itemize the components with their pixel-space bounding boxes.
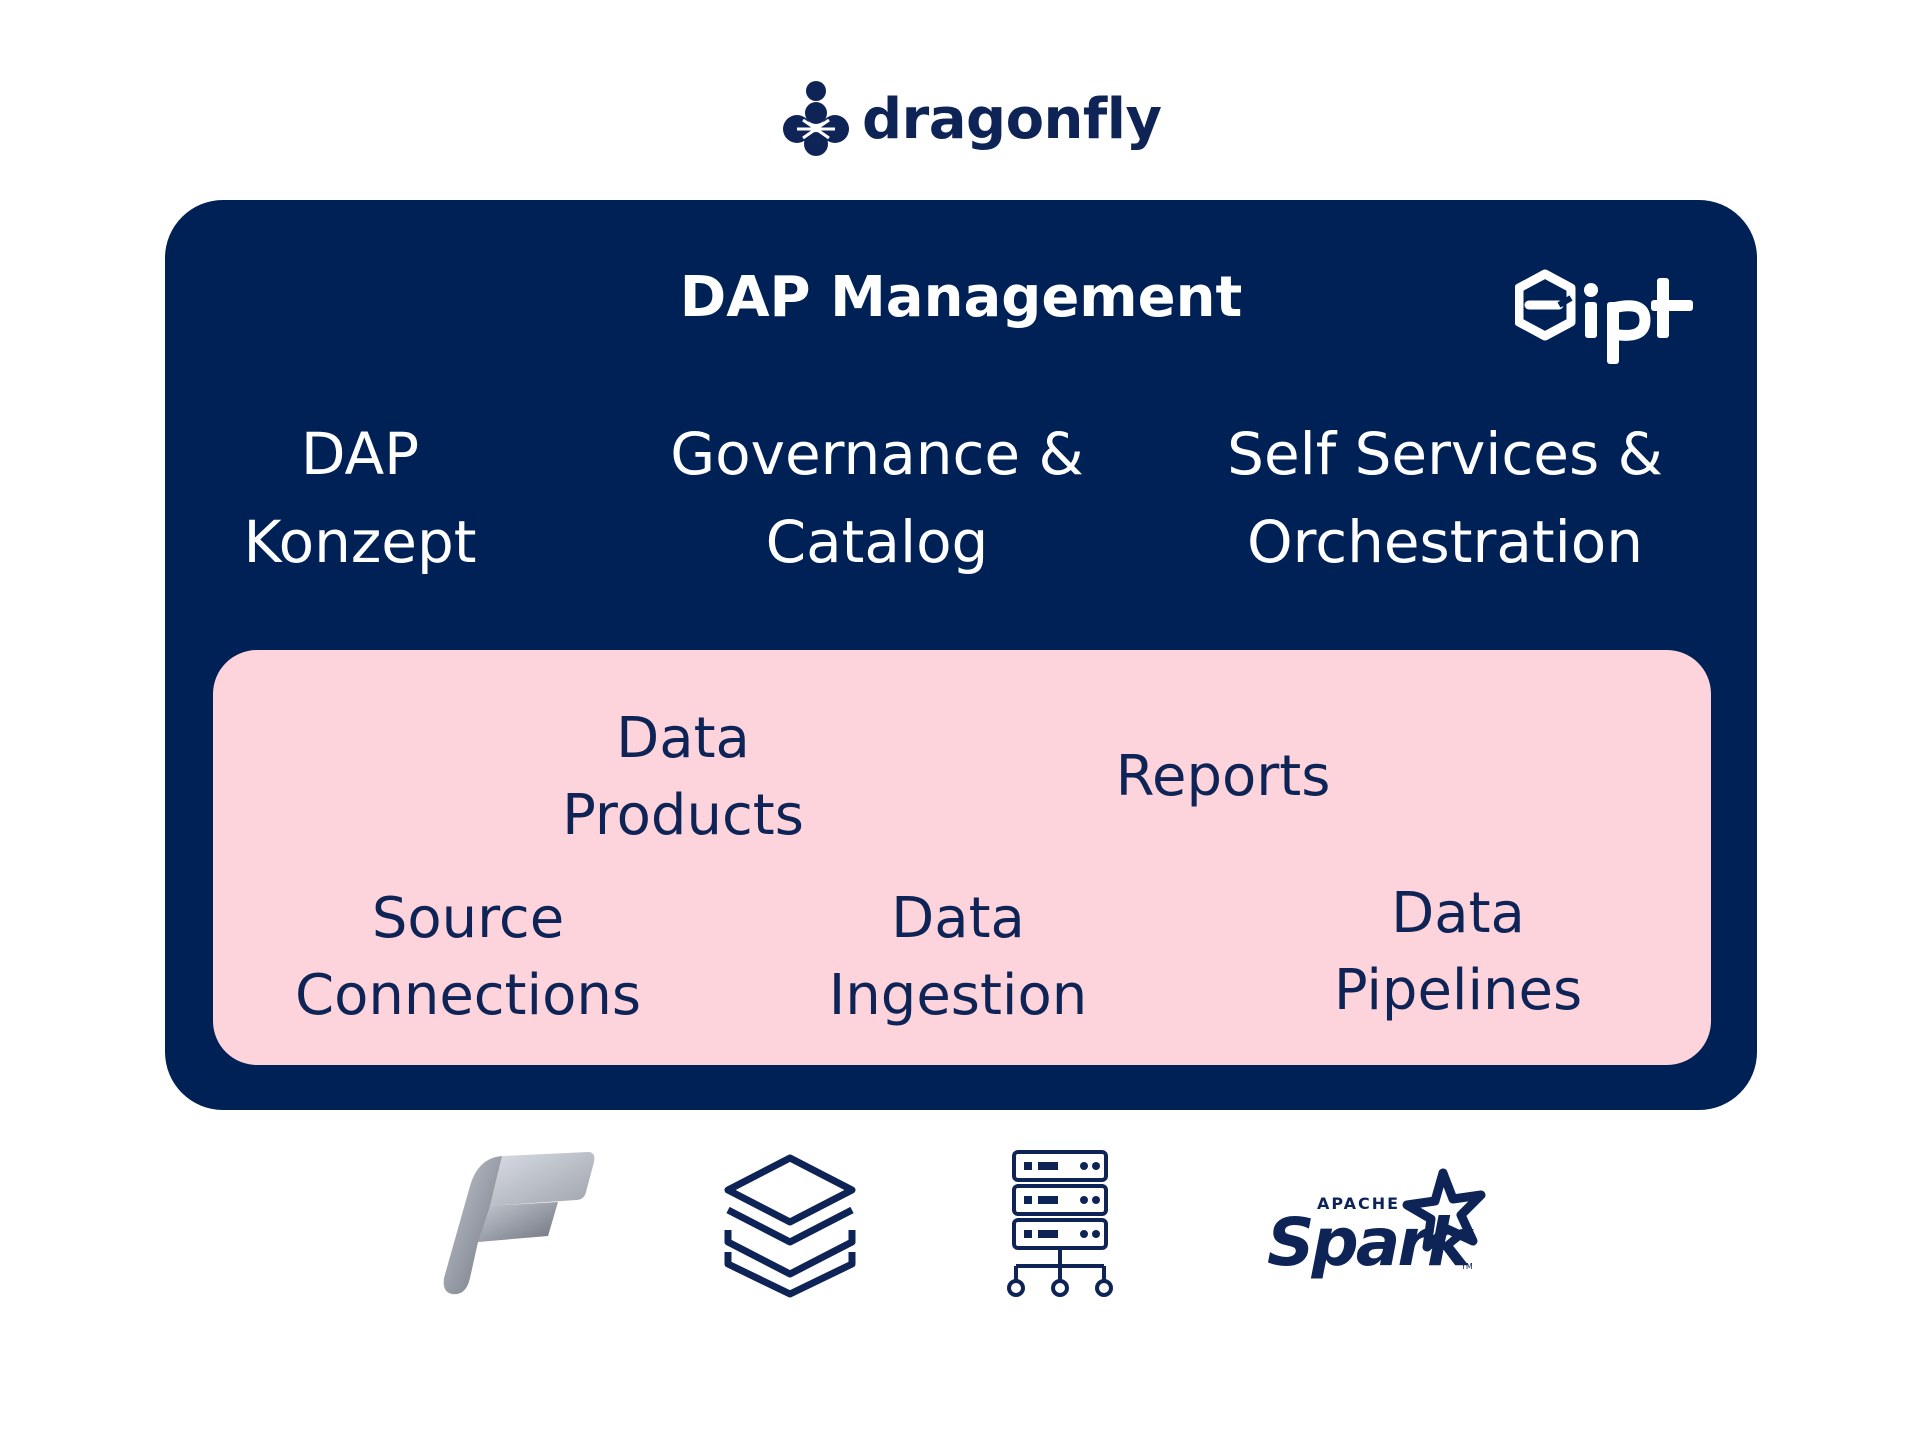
data-pipelines-label: Data Pipelines bbox=[1333, 881, 1583, 1023]
data-platform-card: Data Products Reports Source Connections… bbox=[213, 650, 1711, 1065]
panel-title: DAP Management bbox=[679, 265, 1243, 330]
self-services-orchestration-label: Self Services & Orchestration bbox=[1227, 420, 1663, 576]
spark-main-text: Spark bbox=[1267, 1204, 1475, 1281]
brand-name: dragonfly bbox=[862, 87, 1162, 152]
governance-catalog-label: Governance & Catalog bbox=[670, 420, 1084, 576]
source-connections-label: Source Connections bbox=[294, 886, 642, 1028]
databricks-icon bbox=[720, 1152, 860, 1298]
spark-apache-text: APACHE bbox=[1317, 1194, 1400, 1213]
ipt-logo-icon bbox=[1515, 268, 1700, 368]
spark-star-icon bbox=[1402, 1168, 1486, 1252]
reports-label: Reports bbox=[1115, 744, 1331, 809]
server-network-icon bbox=[1000, 1148, 1120, 1300]
apache-spark-logo: APACHE Spark TM bbox=[1265, 1165, 1495, 1285]
brand-header: dragonfly bbox=[780, 80, 1162, 160]
microsoft-fabric-icon bbox=[440, 1150, 600, 1300]
dragonfly-logo-icon bbox=[780, 80, 852, 160]
dap-management-panel: DAP Management DAP Konzept Governance & … bbox=[165, 200, 1757, 1110]
data-ingestion-label: Data Ingestion bbox=[828, 886, 1088, 1028]
data-products-label: Data Products bbox=[562, 706, 804, 848]
dap-konzept-label: DAP Konzept bbox=[243, 420, 477, 576]
spark-tm-text: TM bbox=[1460, 1262, 1473, 1271]
